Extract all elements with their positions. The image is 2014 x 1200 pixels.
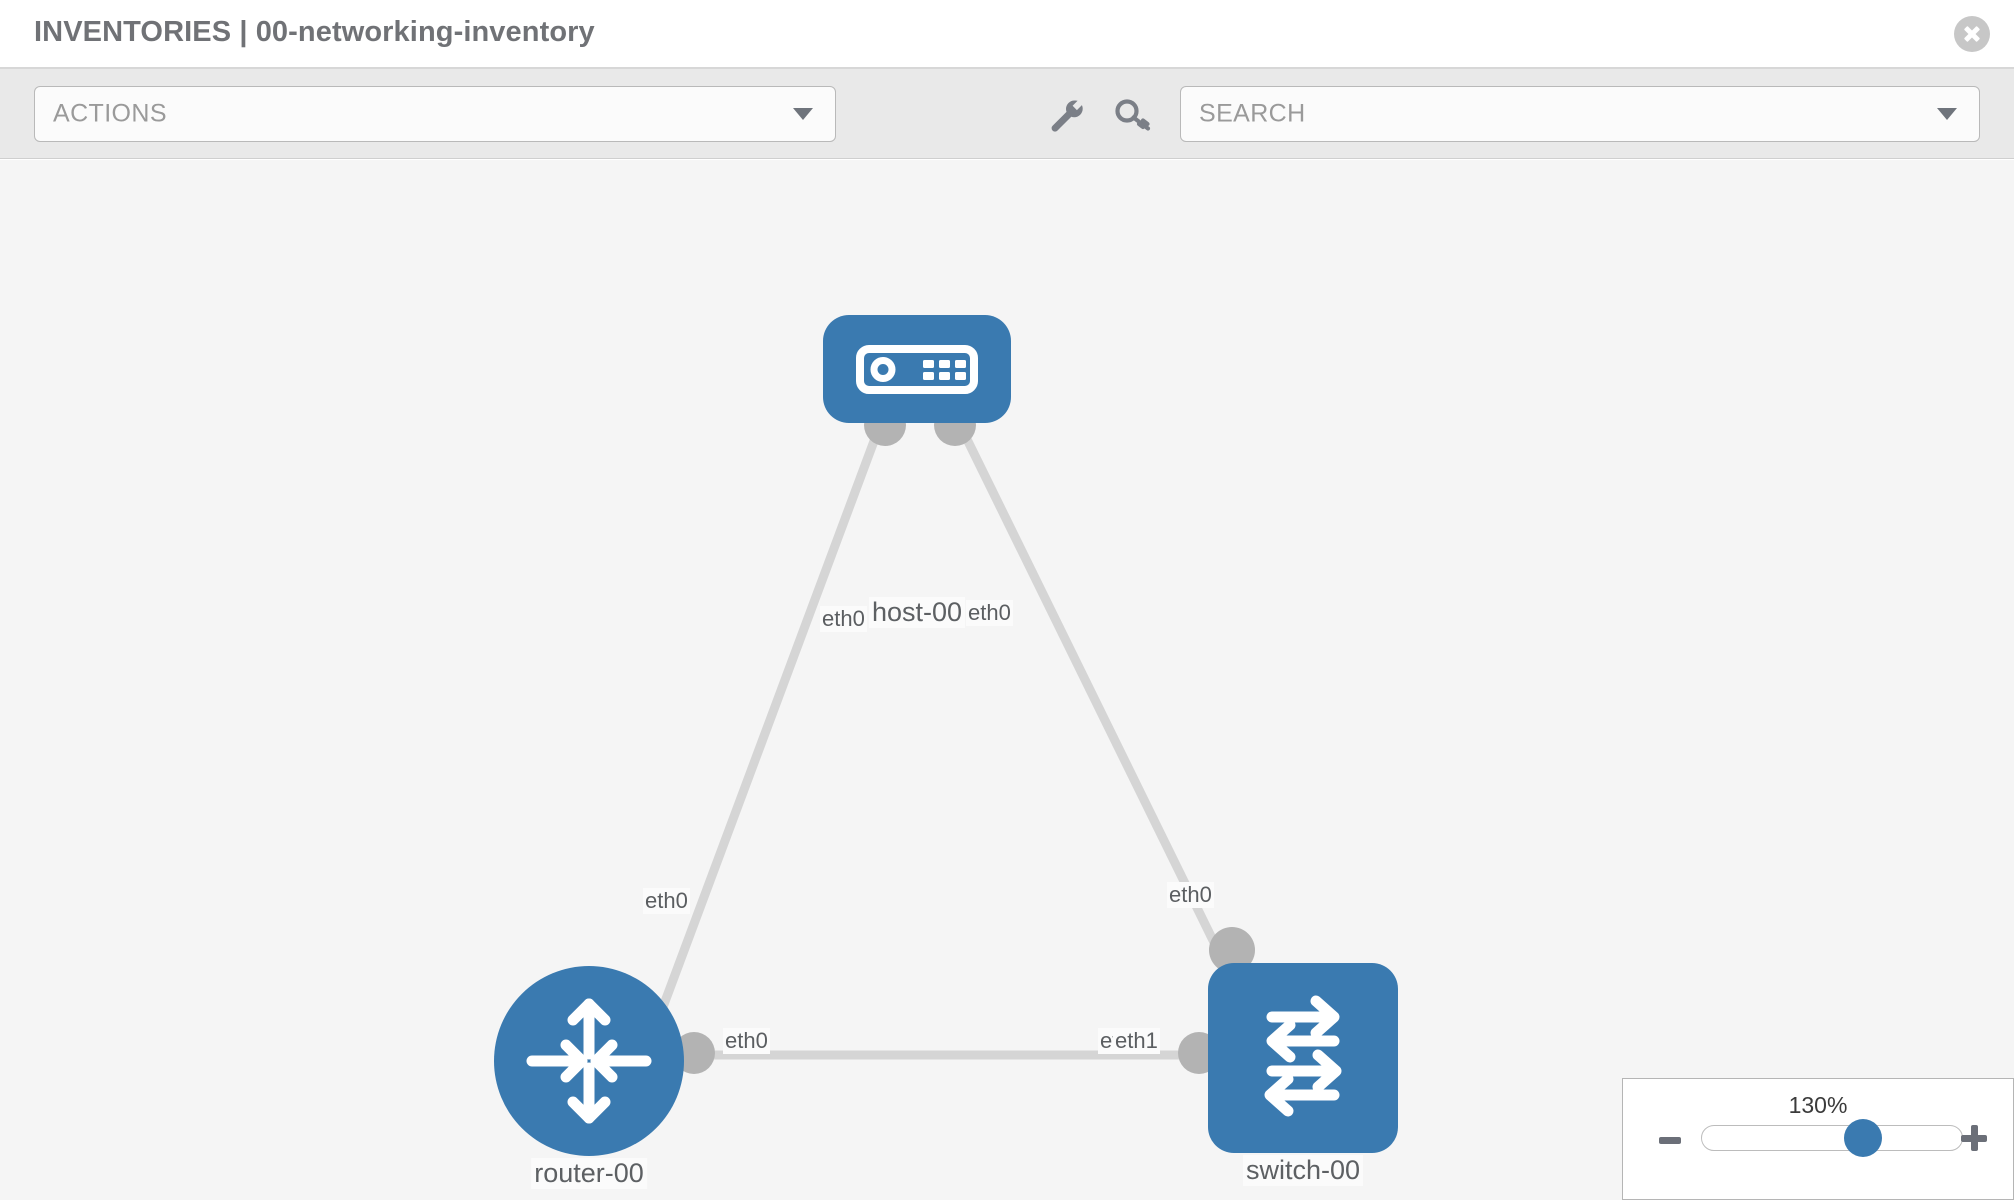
zoom-control-panel: 130% — [1622, 1078, 2014, 1200]
interface-label-switch-up: eth0 — [1167, 882, 1214, 908]
actions-dropdown-label: ACTIONS — [53, 99, 167, 128]
interface-label-host-right: eth0 — [966, 600, 1013, 626]
zoom-slider-track[interactable] — [1701, 1119, 1963, 1157]
switch-icon — [1264, 995, 1342, 1117]
router-icon — [526, 998, 652, 1124]
zoom-in-button[interactable] — [1961, 1125, 1987, 1151]
server-icon — [856, 345, 978, 394]
search-dropdown[interactable]: SEARCH — [1180, 86, 1980, 142]
chevron-down-icon — [793, 108, 813, 120]
actions-dropdown[interactable]: ACTIONS — [34, 86, 836, 142]
key-icon[interactable] — [1112, 95, 1154, 137]
zoom-slider-thumb[interactable] — [1844, 1119, 1882, 1157]
switch-node-shape[interactable] — [1208, 963, 1398, 1153]
interface-label-switch-left-b: eth1 — [1113, 1028, 1160, 1054]
topology-node-router-00[interactable]: router-00 — [494, 966, 684, 1189]
router-node-label: router-00 — [531, 1158, 647, 1189]
host-node-label: host-00 — [868, 597, 966, 628]
interface-label-router-up: eth0 — [643, 888, 690, 914]
search-input[interactable]: SEARCH — [1199, 99, 1306, 128]
topology-edges — [655, 423, 1235, 1060]
host-node-shape[interactable] — [823, 315, 1011, 423]
interface-label-router-right: eth0 — [723, 1028, 770, 1054]
connector-switch-top[interactable] — [1209, 927, 1255, 973]
chevron-down-icon — [1937, 108, 1957, 120]
topology-canvas[interactable]: host-00 — [0, 160, 2014, 1200]
switch-node-label: switch-00 — [1242, 1155, 1364, 1186]
router-node-shape[interactable] — [494, 966, 684, 1156]
zoom-level-label: 130% — [1788, 1092, 1848, 1118]
close-icon[interactable] — [1954, 16, 1990, 52]
toolbar: ACTIONS SEARCH — [0, 69, 2014, 159]
page-header: INVENTORIES | 00-networking-inventory — [0, 0, 2014, 69]
topology-node-switch-00[interactable]: switch-00 — [1208, 963, 1398, 1186]
zoom-out-button[interactable] — [1659, 1137, 1681, 1144]
page-title: INVENTORIES | 00-networking-inventory — [34, 16, 595, 48]
interface-label-host-left: eth0 — [820, 606, 867, 632]
wrench-icon[interactable] — [1044, 95, 1086, 137]
edge-host-router[interactable] — [655, 423, 885, 1017]
topology-node-host-00[interactable]: host-00 — [823, 315, 1011, 628]
